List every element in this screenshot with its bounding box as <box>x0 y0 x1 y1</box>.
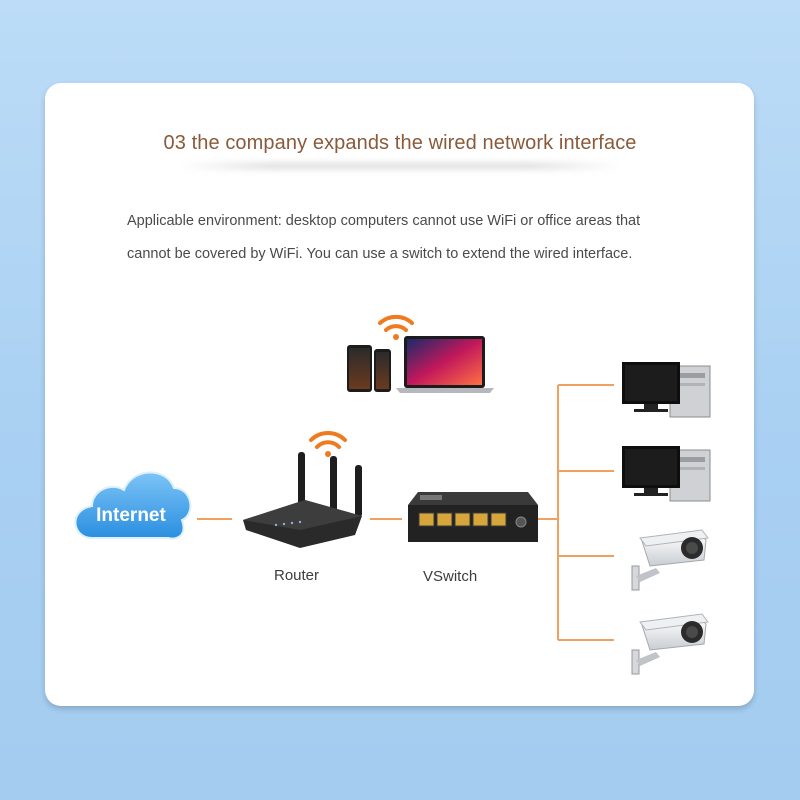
devices-wifi-icon <box>378 314 414 340</box>
switch-icon <box>408 492 538 542</box>
internet-cloud-icon <box>74 471 192 540</box>
phone-icon <box>374 349 391 392</box>
switch-label: VSwitch <box>423 568 478 585</box>
description-line-2: cannot be covered by WiFi. You can use a… <box>127 246 633 262</box>
internet-label: Internet <box>96 505 166 526</box>
security-camera-icon-2 <box>631 613 709 675</box>
wires <box>197 384 614 641</box>
tablet-icon <box>347 345 372 392</box>
desktop-computer-icon-2 <box>622 446 711 502</box>
blurred-subtitle <box>180 162 620 170</box>
router-label: Router <box>274 567 320 584</box>
router-wifi-icon <box>309 430 347 457</box>
desktop-computer-icon-1 <box>622 362 711 418</box>
router-icon <box>243 452 362 548</box>
laptop-icon <box>396 336 494 393</box>
page-title: 03 the company expands the wired network… <box>163 132 637 154</box>
security-camera-icon-1 <box>631 529 709 591</box>
description-line-1: Applicable environment: desktop computer… <box>127 213 641 229</box>
